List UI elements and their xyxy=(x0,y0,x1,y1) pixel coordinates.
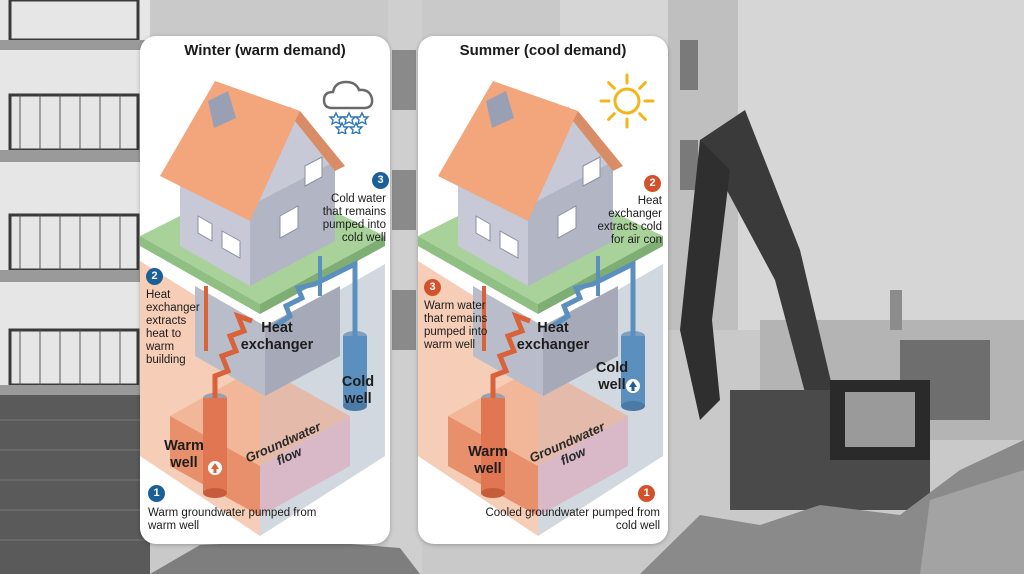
step-1-badge: 1 xyxy=(148,485,165,502)
warm-pipe xyxy=(212,311,253,398)
heat-exchanger-label: Heat exchanger xyxy=(516,320,590,353)
heat-exchanger-label: Heat exchanger xyxy=(240,320,314,353)
step-3-badge: 3 xyxy=(424,279,441,296)
step-2-label: Heat exchanger extracts heat to warm bui… xyxy=(146,289,200,366)
cold-pipe xyxy=(551,259,636,336)
step-1-label: Warm groundwater pumped from warm well xyxy=(148,507,317,532)
winter-panel: Winter (warm demand) 3 Cold water that r… xyxy=(140,36,390,544)
step-3-badge: 3 xyxy=(372,172,389,189)
step-2-badge: 2 xyxy=(644,175,661,192)
chimney xyxy=(208,91,236,128)
chimney xyxy=(486,91,514,128)
summer-panel: Summer (cool demand) 2 Heat exchanger ex… xyxy=(418,36,668,544)
cold-well-label: Cold well xyxy=(341,374,375,407)
groundwater-side xyxy=(260,416,350,516)
roof-edge xyxy=(573,111,623,171)
warm-well-label: Warm well xyxy=(468,444,508,477)
warm-pipe xyxy=(490,311,531,398)
step-3-label: Cold water that remains pumped into cold… xyxy=(322,193,386,244)
step-1-badge: 1 xyxy=(638,485,655,502)
roof-front xyxy=(438,81,578,221)
sun-icon xyxy=(599,73,655,129)
step-1-label: Cooled groundwater pumped from cold well xyxy=(485,507,660,532)
panel-title: Summer (cool demand) xyxy=(459,42,627,59)
groundwater-side xyxy=(538,416,628,516)
cold-well-label: Cold well xyxy=(595,360,629,393)
roof-edge xyxy=(295,111,345,171)
snow-cloud-icon xyxy=(322,80,374,134)
winter-diagram xyxy=(140,81,385,536)
panel-title: Winter (warm demand) xyxy=(184,42,346,59)
warm-well-label: Warm well xyxy=(164,438,204,471)
step-3-label: Warm water that remains pumped into warm… xyxy=(424,300,488,351)
step-2-badge: 2 xyxy=(146,268,163,285)
cold-pipe xyxy=(273,259,358,336)
step-2-label: Heat exchanger extracts cold for air con xyxy=(597,195,662,246)
roof-front xyxy=(160,81,300,221)
summer-diagram xyxy=(418,81,663,536)
